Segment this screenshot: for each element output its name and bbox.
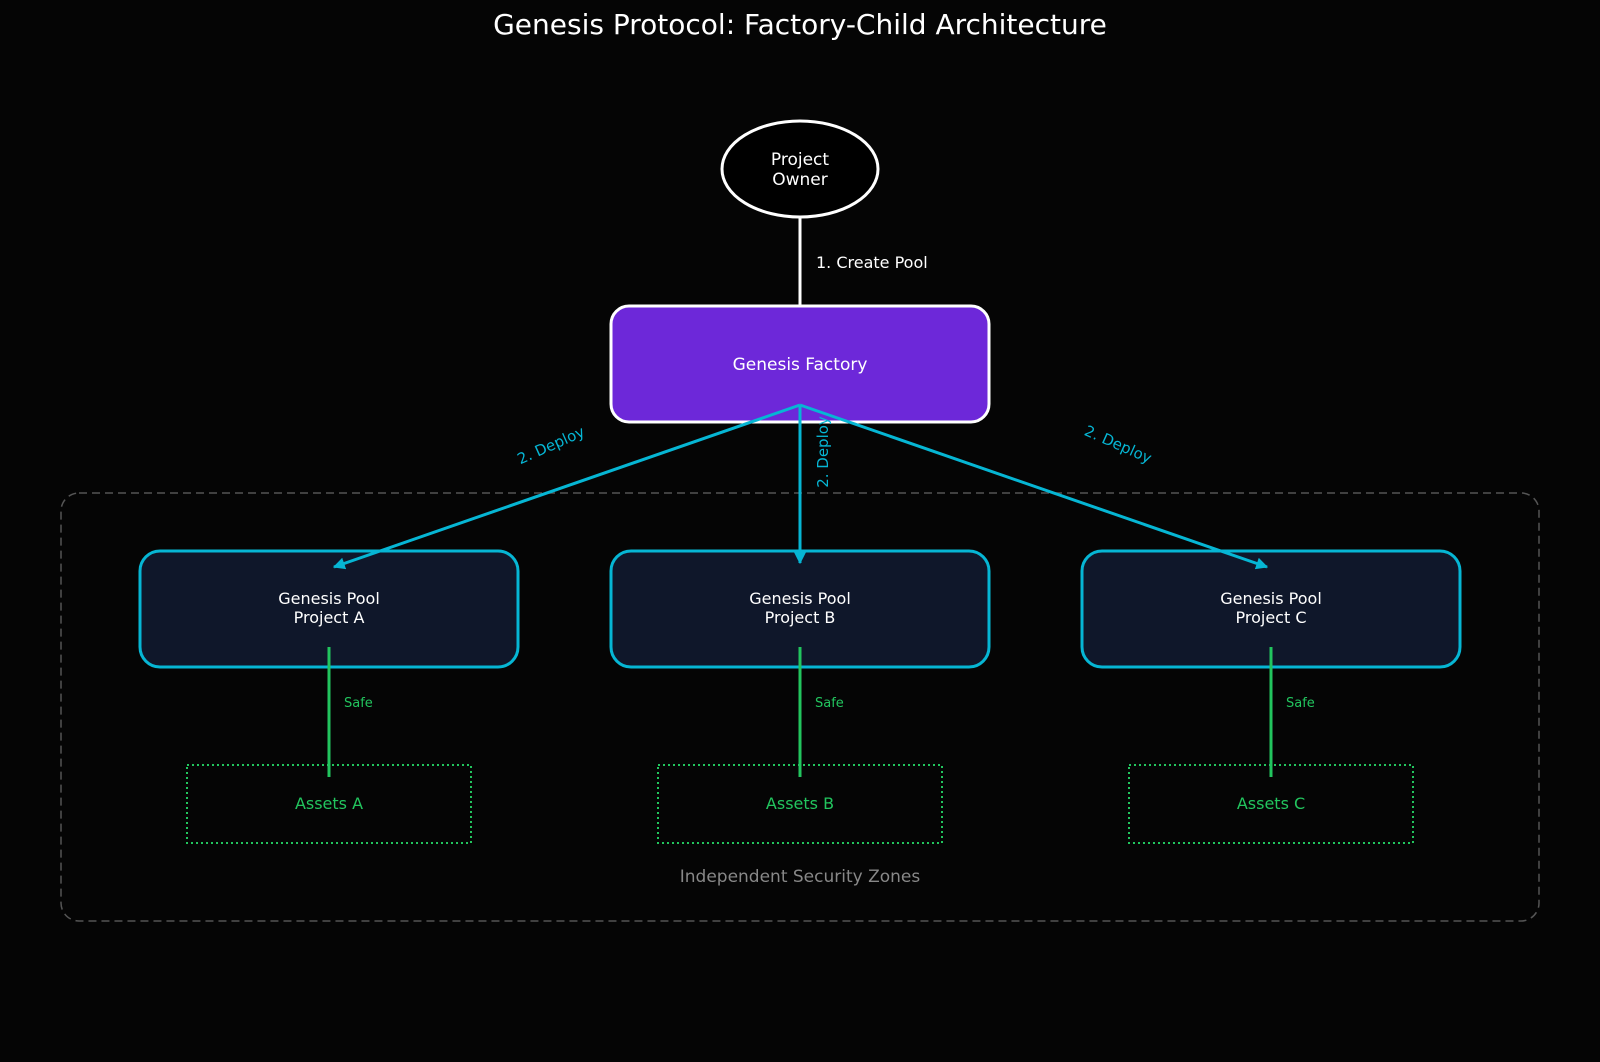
safe-label-a: Safe <box>344 696 373 711</box>
genesis-pool-a-label-1: Genesis Pool <box>278 589 380 608</box>
deploy-label-b: 2. Deploy <box>814 416 832 488</box>
security-zone-label: Independent Security Zones <box>680 867 921 887</box>
create-pool-label: 1. Create Pool <box>816 253 928 272</box>
project-owner-node <box>720 119 880 219</box>
assets-c-label: Assets C <box>1237 794 1305 813</box>
genesis-pool-b-label-2: Project B <box>765 608 836 627</box>
deploy-label-a: 2. Deploy <box>515 423 588 469</box>
genesis-pool-c-label-1: Genesis Pool <box>1220 589 1322 608</box>
safe-label-c: Safe <box>1286 696 1315 711</box>
genesis-factory-label: Genesis Factory <box>733 355 868 375</box>
safe-label-b: Safe <box>815 696 844 711</box>
deploy-edge-a <box>332 403 801 570</box>
project-owner-label-1: Project <box>771 150 829 170</box>
project-owner-label-2: Owner <box>772 170 828 190</box>
assets-b-label: Assets B <box>766 794 834 813</box>
diagram-title: Genesis Protocol: Factory-Child Architec… <box>493 8 1107 41</box>
assets-a-label: Assets A <box>295 794 363 813</box>
deploy-label-c: 2. Deploy <box>1082 422 1155 468</box>
deploy-edge-c <box>799 403 1269 570</box>
genesis-pool-b-label-1: Genesis Pool <box>749 589 851 608</box>
genesis-pool-a-label-2: Project A <box>294 608 365 627</box>
genesis-pool-c-label-2: Project C <box>1236 608 1307 627</box>
